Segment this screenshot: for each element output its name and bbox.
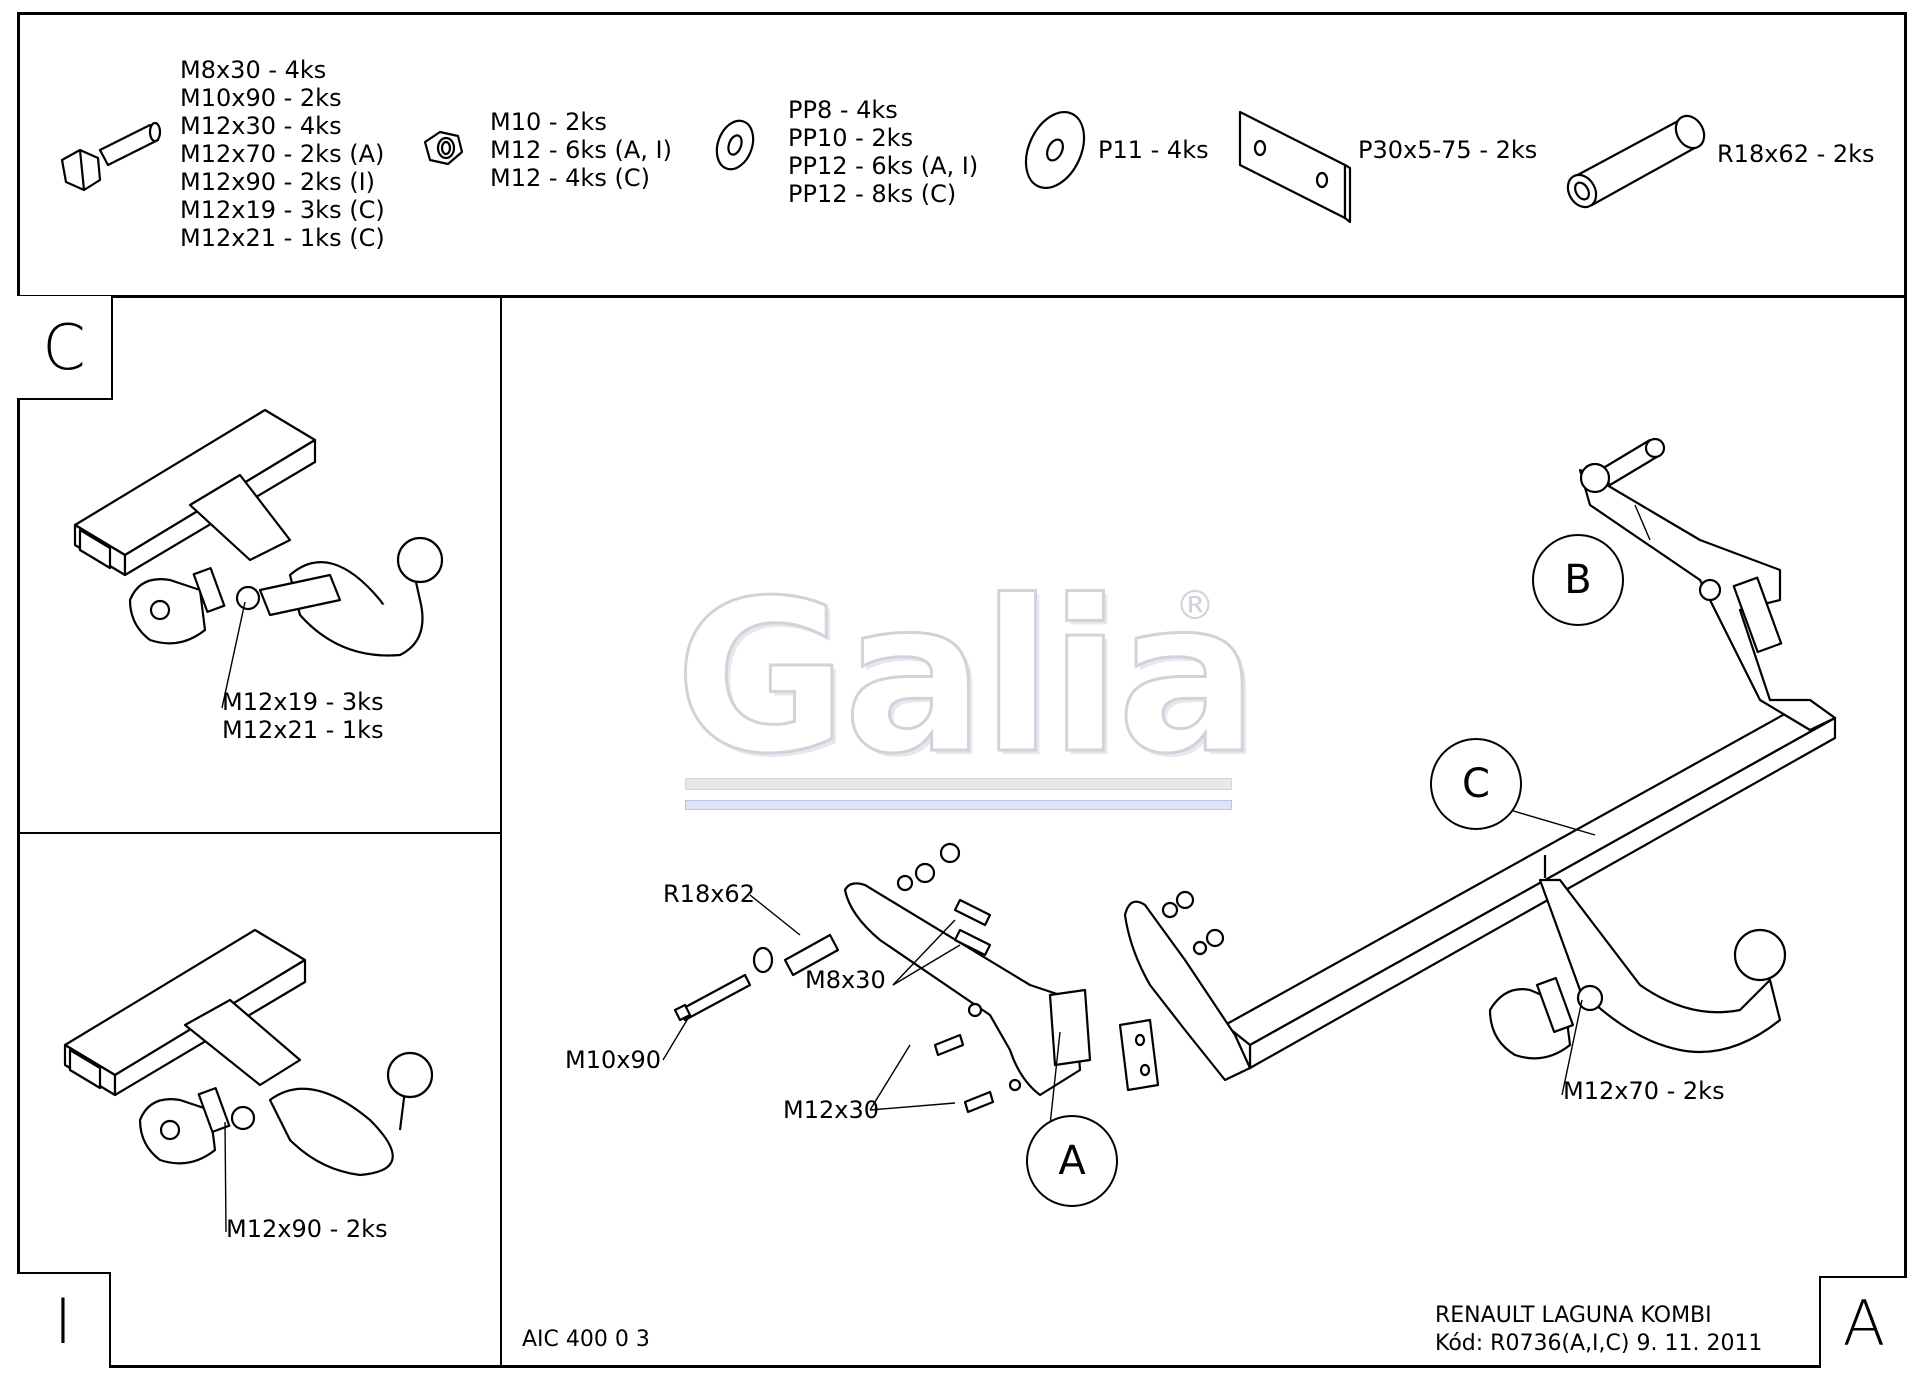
- nut-item: M12 - 6ks (A, I): [490, 136, 672, 164]
- galia-logo: Galia: [674, 554, 1261, 802]
- bolt-item: M12x90 - 2ks (I): [180, 168, 376, 196]
- view-letter-c: C: [17, 296, 113, 400]
- bolt-m10-callout: M10x90: [565, 1046, 661, 1074]
- bolt-item: M12x19 - 3ks (C): [180, 196, 385, 224]
- large-washer-label: P11 - 4ks: [1098, 136, 1209, 164]
- bolt-callout: M12x19 - 3ks: [222, 688, 384, 716]
- leader-line: [224, 1121, 227, 1233]
- registered-mark: ®: [1175, 583, 1215, 629]
- plate-icon: [1238, 110, 1352, 224]
- drawing-frame: [17, 12, 1907, 1368]
- view-letter-a: A: [1819, 1276, 1907, 1368]
- title-line-2: Kód: R0736(A,I,C) 9. 11. 2011: [1435, 1331, 1763, 1356]
- nut-list: M10 - 2ks M12 - 6ks (A, I) M12 - 4ks (C): [490, 108, 672, 192]
- bolt-item: M10x90 - 2ks: [180, 84, 342, 112]
- nut-item: M12 - 4ks (C): [490, 164, 650, 192]
- large-washer-icon: [1024, 111, 1086, 189]
- leader-line: [749, 894, 801, 936]
- view-c-drawing: [73, 408, 444, 657]
- leader-line: [1509, 809, 1596, 836]
- bolt-item: M12x30 - 4ks: [180, 112, 342, 140]
- bolt-m12x70-callout: M12x70 - 2ks: [1563, 1077, 1725, 1105]
- logo-underline-blue: [685, 800, 1232, 810]
- nut-item: M10 - 2ks: [490, 108, 607, 136]
- view-c-labels: M12x19 - 3ks M12x21 - 1ks: [222, 688, 384, 744]
- nut-icon: [423, 130, 464, 166]
- leader-line: [1561, 999, 1583, 1096]
- spacer-icon: [1566, 114, 1706, 209]
- plate-label: P30x5-75 - 2ks: [1358, 136, 1538, 164]
- view-i-drawing: [63, 928, 434, 1177]
- washer-item: PP8 - 4ks: [788, 96, 898, 124]
- bolt-icon: [60, 121, 162, 192]
- leader-line: [1634, 504, 1651, 541]
- washer-item: PP12 - 8ks (C): [788, 180, 957, 208]
- bolt-item: M8x30 - 4ks: [180, 56, 327, 84]
- spacer-callout: R18x62: [663, 880, 755, 908]
- spacer-label: R18x62 - 2ks: [1717, 140, 1875, 168]
- logo-underline: [685, 778, 1232, 790]
- left-views-divider: [17, 832, 502, 834]
- washer-item: PP12 - 6ks (A, I): [788, 152, 979, 180]
- bolt-item: M12x21 - 1ks (C): [180, 224, 385, 252]
- parts-divider: [17, 295, 1907, 298]
- leader-line: [869, 1102, 956, 1111]
- washer-item: PP10 - 2ks: [788, 124, 914, 152]
- bolt-m8-callout: M8x30: [805, 966, 886, 994]
- title-line-1: RENAULT LAGUNA KOMBI: [1435, 1303, 1712, 1328]
- callout-a: A: [1026, 1115, 1118, 1207]
- view-i-label: M12x90 - 2ks: [226, 1215, 388, 1243]
- left-column-divider: [500, 295, 502, 1368]
- callout-b: B: [1532, 534, 1624, 626]
- leader-line: [221, 601, 246, 709]
- leader-line: [892, 944, 961, 986]
- bolt-m12x30-callout: M12x30: [783, 1096, 879, 1124]
- leader-line: [892, 919, 956, 986]
- bolt-callout: M12x21 - 1ks: [222, 716, 384, 744]
- view-letter-i: I: [17, 1272, 111, 1368]
- leader-line: [662, 1014, 691, 1061]
- leader-line: [869, 1044, 911, 1111]
- callout-c: C: [1430, 738, 1522, 830]
- washer-icon: [715, 119, 755, 171]
- drawing-number: AIC 400 0 3: [522, 1327, 650, 1352]
- bolt-item: M12x70 - 2ks (A): [180, 140, 385, 168]
- leader-line: [1049, 1031, 1061, 1126]
- bolt-list: M8x30 - 4ks M10x90 - 2ks M12x30 - 4ks M1…: [180, 56, 385, 252]
- washer-list: PP8 - 4ks PP10 - 2ks PP12 - 6ks (A, I) P…: [788, 96, 978, 208]
